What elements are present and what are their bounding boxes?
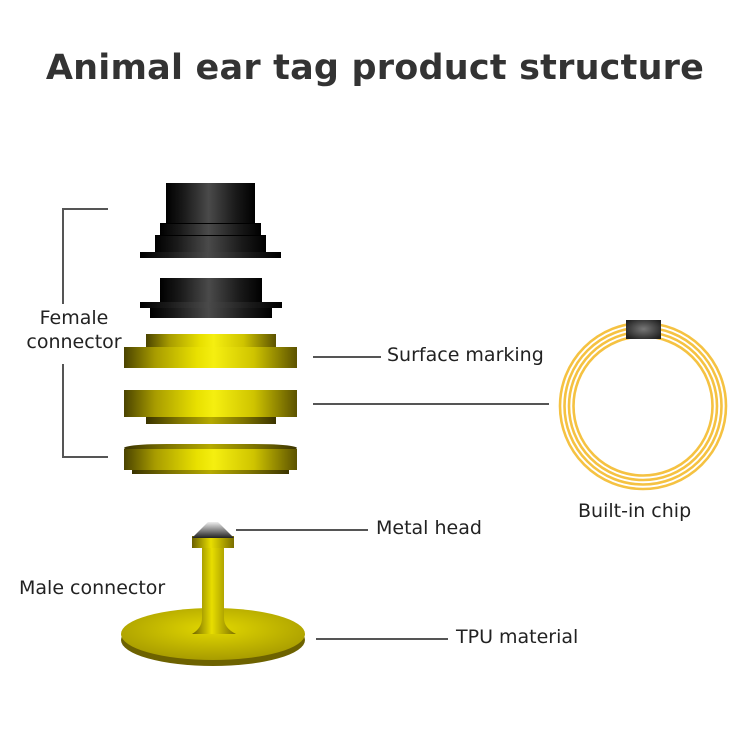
male-connector — [118, 518, 308, 668]
metal-head-leader — [236, 529, 368, 531]
metal-head-icon — [192, 522, 234, 538]
surface-marking-leader — [313, 356, 381, 358]
male-connector-label: Male connector — [19, 577, 166, 599]
surface-marking-label: Surface marking — [387, 344, 544, 366]
chip-icon — [626, 319, 661, 339]
chip-leader — [313, 403, 549, 405]
metal-head-label: Metal head — [376, 517, 482, 539]
page-title: Animal ear tag product structure — [45, 48, 705, 88]
tpu-material-leader — [316, 638, 448, 640]
tpu-material-label: TPU material — [456, 626, 579, 648]
female-connector-label: Female connector — [26, 307, 122, 353]
chip-coil — [557, 319, 729, 492]
built-in-chip-label: Built-in chip — [578, 500, 692, 522]
